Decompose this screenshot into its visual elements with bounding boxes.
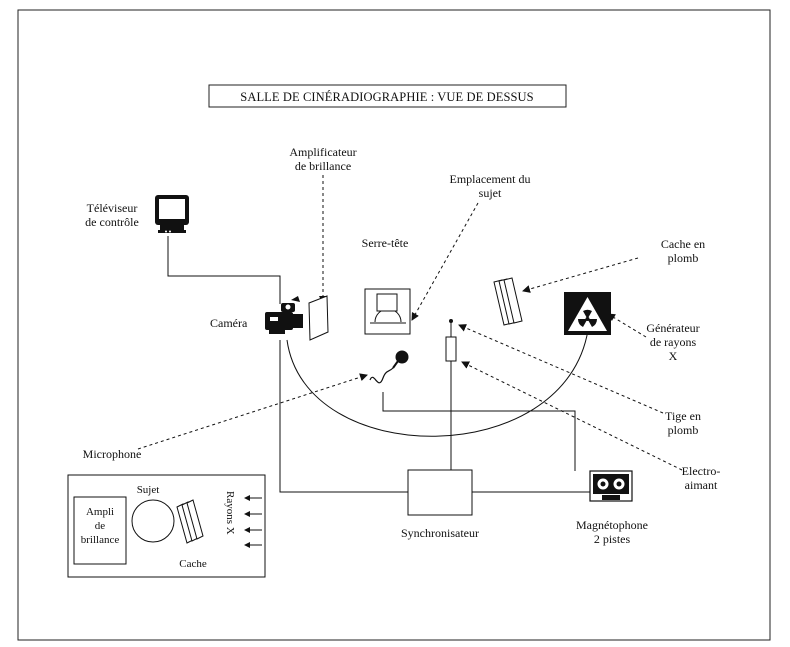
- svg-text:Cache en: Cache en: [661, 237, 705, 251]
- arrow-tige: [458, 324, 664, 414]
- cables: [167, 236, 590, 493]
- svg-text:SALLE DE CINÉRADIOGRAPHIE : VU: SALLE DE CINÉRADIOGRAPHIE : VUE DE DESSU…: [240, 90, 533, 104]
- diagram-title: SALLE DE CINÉRADIOGRAPHIE : VUE DE DESSU…: [208, 84, 567, 108]
- label-magnetophone: Magnétophone 2 pistes: [576, 518, 648, 546]
- svg-text:X: X: [669, 349, 678, 363]
- label-televiseur: Téléviseur de contrôle: [85, 201, 139, 229]
- inset-sujet: Sujet: [137, 484, 160, 496]
- svg-text:Téléviseur: Téléviseur: [87, 201, 138, 215]
- label-tige-plomb: Tige en plomb: [665, 409, 701, 437]
- svg-text:plomb: plomb: [668, 423, 699, 437]
- radiation-icon: [564, 292, 611, 335]
- svg-text:2 pistes: 2 pistes: [594, 532, 631, 546]
- microphone-icon: [369, 350, 409, 384]
- svg-text:de brillance: de brillance: [295, 159, 351, 173]
- svg-text:de rayons: de rayons: [650, 335, 697, 349]
- label-camera: Caméra: [210, 316, 248, 330]
- label-generateur: Générateur de rayons X: [646, 321, 699, 363]
- inset-schema: Ampli de brillance Sujet Cache Rayons X: [67, 474, 266, 578]
- arrow-generateur: [607, 313, 647, 338]
- arc-path: [286, 329, 589, 437]
- tige-electro-aimant: [445, 319, 457, 362]
- arrow-cache-plomb: [522, 257, 639, 293]
- cable-camera-sync: [279, 340, 408, 493]
- cache-plomb-panels: [493, 277, 523, 326]
- inset-ampli-1: Ampli: [86, 506, 114, 518]
- inset-ray-arrows: [244, 495, 262, 548]
- video-camera-icon: [265, 296, 303, 334]
- svg-text:de contrôle: de contrôle: [85, 215, 139, 229]
- svg-text:Amplificateur: Amplificateur: [289, 145, 356, 159]
- inset-ampli-3: brillance: [81, 534, 120, 546]
- svg-text:aimant: aimant: [685, 478, 718, 492]
- label-synchronisateur: Synchronisateur: [401, 526, 479, 540]
- cable-tv-camera: [167, 236, 281, 304]
- inset-rayons: Rayons X: [224, 491, 236, 535]
- serre-tete-device: [364, 288, 411, 335]
- label-cache-plomb: Cache en plomb: [661, 237, 705, 265]
- svg-text:sujet: sujet: [479, 186, 502, 200]
- arrow-microphone: [137, 373, 368, 450]
- svg-text:Générateur: Générateur: [646, 321, 699, 335]
- label-serre-tete: Serre-tête: [362, 236, 409, 250]
- label-emplacement-sujet: Emplacement du sujet: [450, 172, 531, 200]
- tv-icon: [155, 195, 189, 233]
- inset-cache-panels: [176, 499, 204, 544]
- pointer-arrows: [137, 175, 683, 471]
- cassette-icon: [589, 470, 633, 502]
- page-frame: [17, 9, 771, 641]
- label-electro-aimant: Electro- aimant: [682, 464, 721, 492]
- label-microphone: Microphone: [83, 447, 142, 461]
- amplificateur-panel: [308, 295, 329, 341]
- cable-micro-magneto: [382, 392, 576, 471]
- arrow-electro-aimant: [461, 361, 683, 471]
- inset-ampli-2: de: [95, 520, 106, 532]
- label-amplificateur: Amplificateur de brillance: [289, 145, 356, 173]
- svg-text:Tige en: Tige en: [665, 409, 701, 423]
- svg-text:Electro-: Electro-: [682, 464, 721, 478]
- inset-sujet-circle: [131, 499, 175, 543]
- synchronisateur-box: [407, 469, 473, 516]
- svg-text:plomb: plomb: [668, 251, 699, 265]
- svg-text:Magnétophone: Magnétophone: [576, 518, 648, 532]
- arrow-emplacement: [411, 202, 479, 321]
- inset-cache: Cache: [179, 558, 207, 570]
- svg-text:Emplacement du: Emplacement du: [450, 172, 531, 186]
